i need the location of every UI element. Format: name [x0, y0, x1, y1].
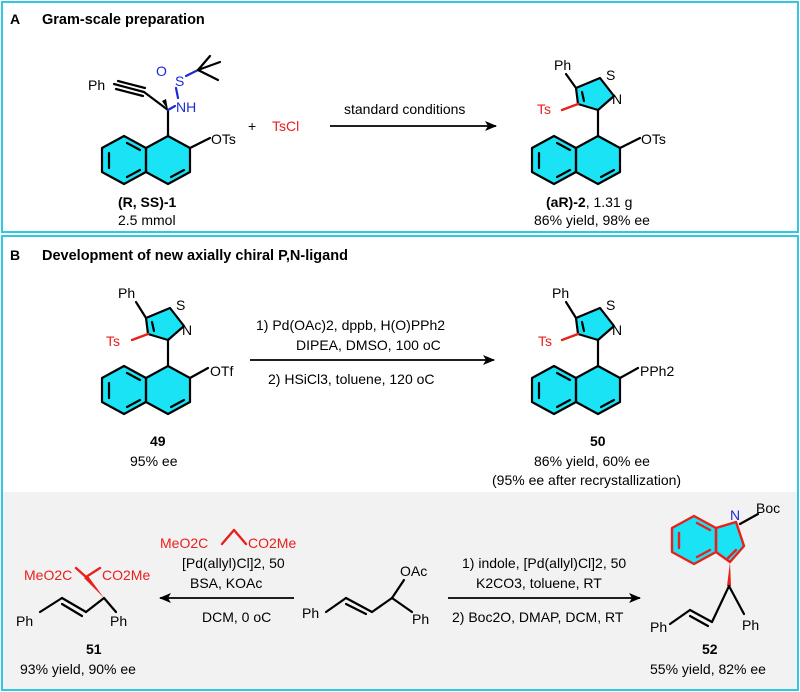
panel-c-left-cond-2: BSA, KOAc — [190, 575, 262, 591]
compound-52-ph-right: Ph — [742, 617, 759, 633]
compound-51-left-ester: MeO2C — [24, 567, 72, 583]
compound-49-nitrogen: N — [182, 322, 192, 338]
dimethyl-malonate-structure — [220, 528, 248, 546]
compound-1-label: (R, SS)-1 — [118, 194, 177, 210]
panel-c-left-cond-1: [Pd(allyl)Cl]2, 50 — [182, 555, 285, 571]
compound-2-ts: Ts — [537, 101, 551, 117]
panel-c-background — [3, 492, 797, 689]
compound-49-otf: OTf — [210, 363, 233, 379]
compound-50-pph2: PPh2 — [640, 363, 674, 379]
compound-49-ee: 95% ee — [130, 453, 178, 469]
plus-sign: + — [248, 118, 256, 134]
panel-a-title: Gram-scale preparation — [42, 12, 205, 28]
compound-52-label: 52 — [702, 641, 718, 657]
compound-2-label-suffix: -2 — [573, 194, 586, 210]
compound-52-boc: Boc — [756, 500, 780, 516]
compound-1-ots: OTs — [211, 131, 236, 147]
compound-49-label: 49 — [150, 433, 166, 449]
panel-b-title: Development of new axially chiral P,N-li… — [42, 248, 348, 264]
panel-c-right-cond-3: 2) Boc2O, DMAP, DCM, RT — [452, 609, 624, 625]
compound-2-mass: , 1.31 g — [586, 194, 633, 210]
compound-52-structure — [668, 512, 760, 628]
compound-52-ph-left: Ph — [650, 619, 667, 635]
compound-2-isothiazole-fill — [576, 78, 614, 110]
compound-50-nitrogen: N — [612, 322, 622, 338]
compound-2-ph: Ph — [554, 57, 571, 73]
compound-2-nitrogen: N — [612, 91, 622, 107]
compound-51-ph-right: Ph — [110, 613, 127, 629]
compound-51-ph-left: Ph — [16, 613, 33, 629]
panel-c-left-cond-3: DCM, 0 oC — [202, 609, 271, 625]
panel-b-conditions-2: DIPEA, DMSO, 100 oC — [296, 337, 441, 353]
compound-51-label: 51 — [86, 641, 102, 657]
compound-2-sulfur: S — [606, 67, 615, 83]
compound-49-isothiazole-fill — [146, 308, 184, 340]
compound-1-oxygen: O — [156, 63, 167, 79]
allyl-acetate-ph-left: Ph — [302, 605, 319, 621]
compound-49-sulfur: S — [176, 297, 185, 313]
compound-50-ph: Ph — [552, 285, 569, 301]
compound-1-sulfur: S — [175, 73, 184, 89]
compound-51-result: 93% yield, 90% ee — [20, 661, 136, 677]
allyl-acetate-ph-right: Ph — [412, 611, 429, 627]
panel-b-letter: B — [10, 247, 20, 263]
compound-49-ts: Ts — [106, 333, 120, 349]
compound-1-structure — [100, 54, 222, 186]
compound-52-result: 55% yield, 82% ee — [650, 661, 766, 677]
panel-b-conditions-3: 2) HSiCl3, toluene, 120 oC — [268, 371, 435, 387]
compound-50-isothiazole-fill — [576, 308, 614, 340]
panel-c-right-cond-1: 1) indole, [Pd(allyl)Cl]2, 50 — [462, 555, 626, 571]
compound-1-ph: Ph — [88, 77, 105, 93]
compound-2-label: (aR)-2, 1.31 g — [546, 194, 632, 210]
malonate-right-ester: CO2Me — [248, 535, 296, 551]
compound-2-result: 86% yield, 98% ee — [534, 212, 650, 228]
reagent-tscl: TsCl — [272, 118, 299, 134]
compound-52-nitrogen: N — [730, 507, 740, 523]
compound-49-ph: Ph — [118, 285, 135, 301]
compound-49-structure — [100, 300, 210, 416]
allyl-acetate-oac: OAc — [400, 563, 427, 579]
panel-a-letter: A — [10, 11, 20, 27]
compound-51-structure — [38, 566, 118, 618]
compound-52-indole-pyrrole-fill — [716, 522, 744, 562]
panel-c-right-cond-1-text: 1) indole, [Pd(allyl)Cl]2, 50 — [462, 555, 626, 571]
compound-2-structure — [530, 72, 642, 186]
compound-50-structure — [530, 300, 640, 416]
compound-51-right-ester: CO2Me — [102, 567, 150, 583]
compound-1-amount: 2.5 mmol — [118, 212, 176, 228]
panel-c-right-cond-2: K2CO3, toluene, RT — [476, 575, 602, 591]
compound-50-result: 86% yield, 60% ee — [534, 453, 650, 469]
compound-2-label-prefix: (aR) — [546, 194, 573, 210]
malonate-left-ester: MeO2C — [160, 535, 208, 551]
compound-50-ts: Ts — [538, 333, 552, 349]
compound-1-nh: NH — [176, 99, 196, 115]
compound-50-label: 50 — [590, 433, 606, 449]
compound-50-sulfur: S — [606, 297, 615, 313]
panel-a-arrow-label: standard conditions — [344, 101, 465, 117]
compound-2-ots: OTs — [641, 131, 666, 147]
panel-b-conditions-1: 1) Pd(OAc)2, dppb, H(O)PPh2 — [256, 317, 445, 333]
allyl-acetate-structure — [324, 578, 414, 616]
panel-a-frame — [1, 1, 799, 233]
compound-50-note: (95% ee after recrystallization) — [492, 472, 681, 488]
